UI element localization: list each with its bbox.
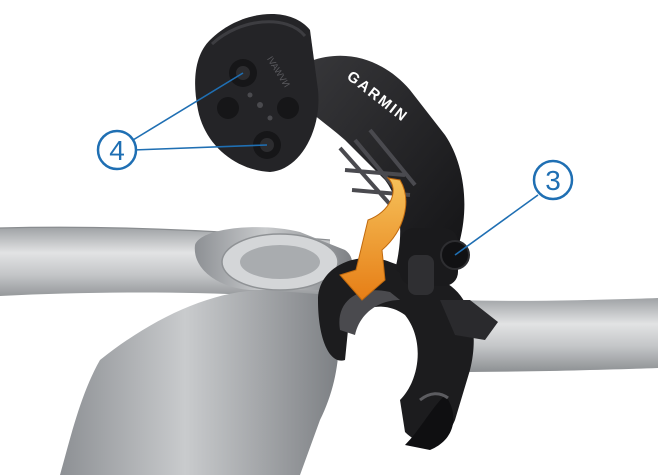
callout-4-number: 4 (109, 135, 125, 166)
callout-3-number: 3 (545, 165, 561, 196)
callout-4: 4 (96, 72, 268, 171)
callout-3-circle (532, 159, 574, 201)
mount-strap (318, 257, 498, 450)
stem-clamp (60, 227, 353, 475)
callout-3: 3 (454, 159, 574, 256)
callout-4-circle (96, 129, 138, 171)
mount-arm (280, 55, 470, 295)
faceplate: NVWAVI (195, 13, 319, 173)
rotate-direction-arrow-icon (339, 177, 407, 301)
